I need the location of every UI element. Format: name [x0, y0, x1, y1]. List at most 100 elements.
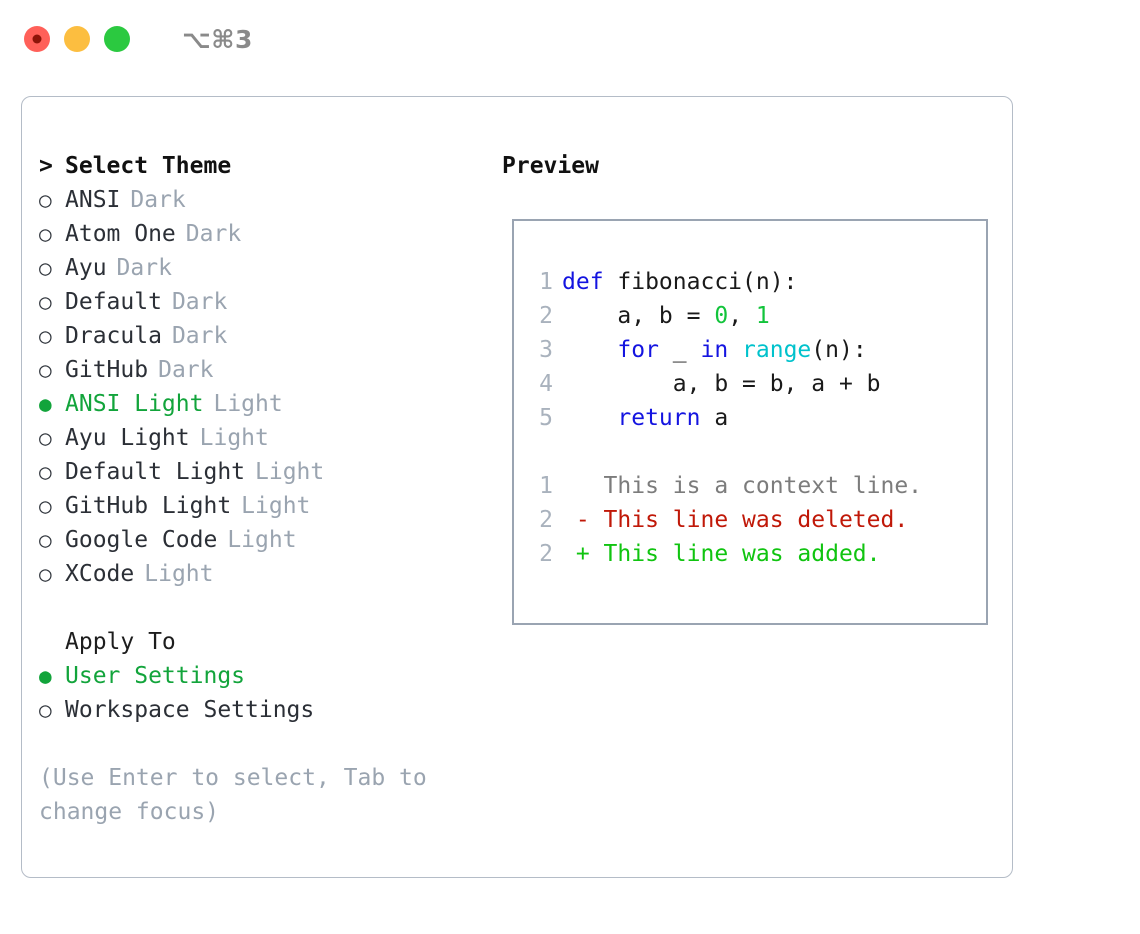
- code-token: [562, 337, 617, 363]
- minimize-button[interactable]: [64, 26, 90, 52]
- code-token: (n):: [811, 337, 867, 363]
- theme-name: Dracula: [65, 323, 162, 349]
- theme-name: Default: [65, 289, 162, 315]
- close-button[interactable]: [24, 26, 50, 52]
- code-token: 1: [755, 303, 770, 329]
- radio-unselected-icon: ○: [39, 290, 52, 314]
- diff-line: 2 - This line was deleted.: [514, 503, 986, 537]
- radio-unselected-icon: ○: [39, 188, 52, 212]
- radio-unselected-icon: ○: [39, 256, 52, 280]
- code-line: 3 for _ in range(n):: [514, 333, 986, 367]
- theme-name: XCode: [65, 561, 135, 587]
- line-number: 4: [539, 371, 553, 397]
- apply-to-option[interactable]: ○ Workspace Settings: [39, 693, 502, 727]
- theme-kind-label: Dark: [171, 289, 228, 315]
- theme-kind-label: Light: [241, 493, 311, 519]
- apply-to-list: ●User Settings ○ Workspace Settings: [39, 659, 502, 727]
- diff-line: 2 + This line was added.: [514, 537, 986, 571]
- theme-name: Google Code: [65, 527, 218, 553]
- theme-list-item[interactable]: ○ Ayu Dark: [39, 251, 502, 285]
- line-number: 2: [539, 507, 553, 533]
- line-number: 5: [539, 405, 553, 431]
- theme-list-item[interactable]: ○ Dracula Dark: [39, 319, 502, 353]
- preview-header: Preview: [502, 153, 599, 179]
- theme-kind-label: Light: [213, 391, 283, 417]
- section-spacer: [39, 591, 502, 625]
- code-token: return: [617, 405, 701, 431]
- theme-kind-label: Dark: [158, 357, 214, 383]
- theme-kind-label: Light: [227, 527, 297, 553]
- theme-kind-label: Dark: [171, 323, 228, 349]
- code-token: a: [700, 405, 729, 431]
- code-token: - This line was deleted.: [562, 507, 909, 533]
- diff-line: 1 This is a context line.: [514, 469, 986, 503]
- theme-kind-label: Light: [255, 459, 325, 485]
- theme-kind-label: Dark: [130, 187, 186, 213]
- code-diff-spacer: [514, 435, 986, 469]
- code-token: fibonacci(n):: [617, 269, 798, 295]
- theme-kind-label: Light: [199, 425, 269, 451]
- theme-kind-label: Dark: [185, 221, 242, 247]
- line-number: 1: [539, 269, 553, 295]
- theme-list-item[interactable]: ● ANSI Light Light: [39, 387, 502, 421]
- theme-name: Ayu: [65, 255, 107, 281]
- apply-to-option[interactable]: ●User Settings: [39, 659, 502, 693]
- theme-name: GitHub Light: [65, 493, 232, 519]
- apply-to-header: Apply To: [65, 629, 176, 655]
- radio-selected-icon: ●: [39, 392, 52, 416]
- theme-list-item[interactable]: ○ GitHub Dark: [39, 353, 502, 387]
- radio-unselected-icon: ○: [39, 426, 52, 450]
- radio-unselected-icon: ○: [39, 460, 52, 484]
- code-token: [728, 337, 742, 363]
- code-token: 0: [714, 303, 729, 329]
- line-number: 2: [539, 541, 553, 567]
- radio-unselected-icon: ○: [39, 528, 52, 552]
- line-number: 2: [539, 303, 553, 329]
- code-token: + This line was added.: [562, 541, 881, 567]
- theme-kind-label: Dark: [116, 255, 172, 281]
- code-token: _: [658, 337, 701, 363]
- radio-unselected-icon: ○: [39, 494, 52, 518]
- shortcut-label: ⌥⌘3: [182, 24, 253, 54]
- diff-sample-block: 1 This is a context line.2 - This line w…: [514, 469, 986, 571]
- radio-unselected-icon: ○: [39, 562, 52, 586]
- code-token: in: [700, 337, 729, 363]
- theme-list-item[interactable]: ○ XCode Light: [39, 557, 502, 591]
- radio-unselected-icon: ○: [39, 358, 52, 382]
- code-token: ,: [728, 303, 756, 329]
- theme-list-item[interactable]: ○ GitHub Light Light: [39, 489, 502, 523]
- code-line: 4 a, b = b, a + b: [514, 367, 986, 401]
- radio-unselected-icon: ○: [39, 222, 52, 246]
- code-line: 2 a, b = 0, 1: [514, 299, 986, 333]
- theme-list-item[interactable]: ○ ANSI Dark: [39, 183, 502, 217]
- theme-kind-label: Light: [144, 561, 214, 587]
- code-token: This is a context line.: [562, 473, 923, 499]
- theme-name: ANSI: [65, 187, 121, 213]
- radio-unselected-icon: ○: [39, 698, 52, 722]
- apply-to-label: Workspace Settings: [65, 697, 315, 723]
- select-theme-header: >Select Theme: [39, 149, 502, 183]
- radio-unselected-icon: ○: [39, 324, 52, 348]
- zoom-button[interactable]: [104, 26, 130, 52]
- select-theme-title: Select Theme: [65, 153, 232, 179]
- theme-list-item[interactable]: ○ Default Dark: [39, 285, 502, 319]
- code-line: 1 def fibonacci(n):: [514, 265, 986, 299]
- theme-name: GitHub: [65, 357, 149, 383]
- apply-to-label: User Settings: [65, 663, 246, 689]
- theme-list-item[interactable]: ○ Google Code Light: [39, 523, 502, 557]
- code-token: a, b =: [562, 303, 715, 329]
- theme-list-item[interactable]: ○ Atom One Dark: [39, 217, 502, 251]
- keyboard-hint-text: (Use Enter to select, Tab to change focu…: [39, 765, 427, 825]
- code-token: def: [562, 269, 618, 295]
- theme-name: ANSI Light: [65, 391, 204, 417]
- theme-name: Atom One: [65, 221, 176, 247]
- line-number: 1: [539, 473, 553, 499]
- window-title-bar: ⌥⌘3: [0, 0, 1140, 78]
